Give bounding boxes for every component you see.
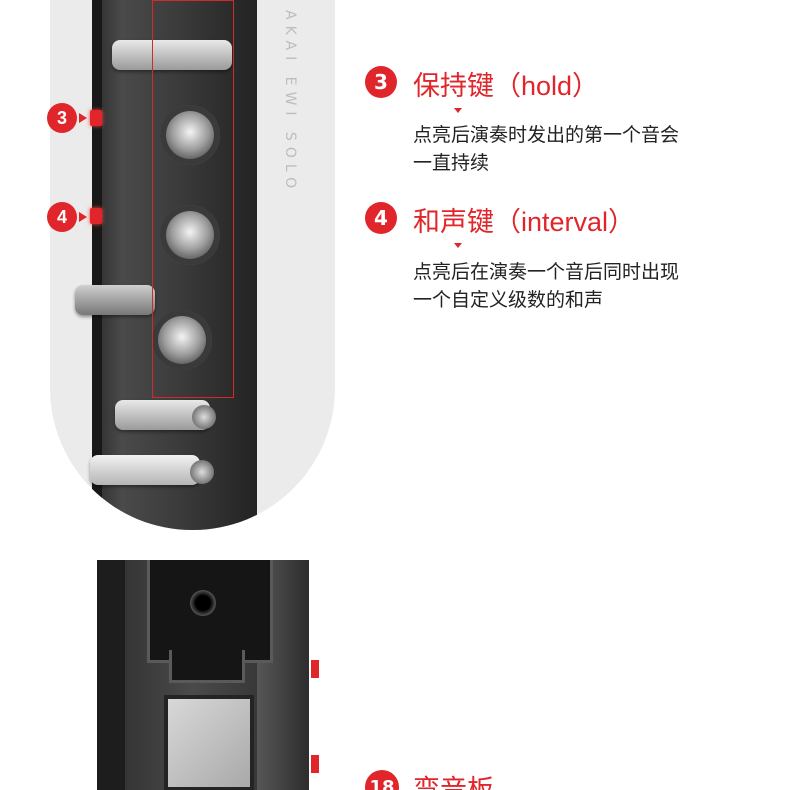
callout-pointer-4: [79, 212, 87, 222]
feature-title-hold: 保持键（hold）: [413, 71, 600, 101]
highlight-frame: [152, 0, 234, 398]
pitch-bend-plate: [164, 695, 254, 790]
callout-badge-4: 4: [47, 202, 77, 232]
connector-hole: [190, 590, 216, 616]
description-line: 点亮后演奏时发出的第一个音会: [413, 125, 680, 146]
feature-description-interval: 点亮后在演奏一个音后同时出现 一个自定义级数的和声: [413, 259, 773, 315]
feature-number-badge: 4: [365, 202, 397, 234]
instrument-body-edge: [92, 0, 102, 530]
instrument-side-strip: [97, 560, 125, 790]
description-line: 点亮后在演奏一个音后同时出现: [413, 262, 680, 283]
instrument-photo-top: AKAI EWI SOLO 3 4: [0, 0, 360, 560]
description-line: 一直持续: [413, 153, 490, 174]
instrument-photo-bottom: [97, 560, 319, 790]
instrument-key-lower-2: [90, 455, 200, 485]
feature-title-pitch-bend: 弯音板: [413, 775, 494, 790]
photo-capsule-background: AKAI EWI SOLO: [50, 0, 335, 530]
screw-2: [190, 460, 214, 484]
instrument-key-top: [112, 40, 232, 70]
interval-key-button: [160, 205, 220, 265]
instrument-body: [92, 0, 257, 530]
side-led-2: [311, 755, 319, 773]
description-line: 一个自定义级数的和声: [413, 290, 604, 311]
interval-led: [90, 208, 102, 224]
side-led-1: [311, 660, 319, 678]
instrument-engraving: AKAI EWI SOLO: [282, 10, 298, 195]
connector-notch: [169, 650, 245, 683]
feature-number-badge: 3: [365, 66, 397, 98]
third-key-button: [152, 310, 212, 370]
title-marker: [454, 108, 462, 113]
hold-key-button: [160, 105, 220, 165]
feature-title-interval: 和声键（interval）: [413, 207, 636, 237]
feature-description-hold: 点亮后演奏时发出的第一个音会 一直持续: [413, 122, 773, 178]
instrument-side-lever: [75, 285, 155, 315]
feature-number-badge: 18: [365, 770, 399, 790]
callout-badge-3: 3: [47, 103, 77, 133]
title-marker: [454, 243, 462, 248]
hold-led: [90, 110, 102, 126]
callout-pointer-3: [79, 113, 87, 123]
screw-1: [192, 405, 216, 429]
